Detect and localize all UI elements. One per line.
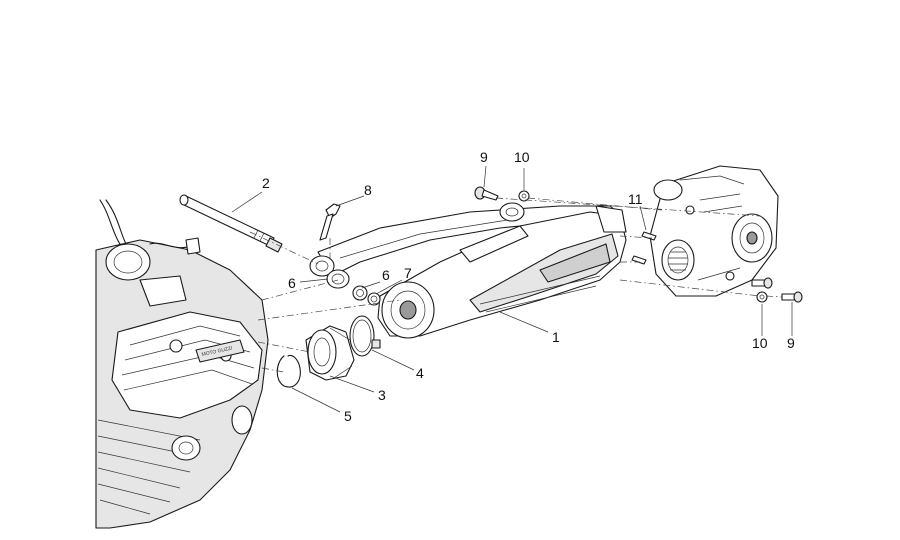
final-drive-gearbox [649,165,779,297]
label-part-6-right: 6 [382,267,390,283]
label-part-2: 2 [262,175,270,191]
ring-part-7 [367,292,381,306]
leader-lines [231,165,793,413]
part-number-labels: 1 2 3 4 5 6 6 7 8 9 10 11 10 9 [262,149,795,424]
assembly-centerlines [249,197,783,373]
label-part-3: 3 [378,387,386,403]
label-part-10-top: 10 [514,149,530,165]
swingarm-main-body [309,202,627,339]
label-part-6-left: 6 [288,275,296,291]
label-part-7: 7 [404,265,412,281]
engine-assembly [95,199,269,529]
clamp-ring-part-4 [349,315,381,357]
washer-part-6-left [326,269,350,289]
pin-part-11 [631,231,657,265]
pivot-shaft [179,194,283,253]
label-part-11: 11 [628,191,643,207]
label-part-1: 1 [552,329,560,345]
label-part-9-top: 9 [480,149,488,165]
bolt-part-9-bottom [781,291,803,303]
bearing-housing-part-3 [305,325,355,381]
screw-part-8 [319,203,341,241]
label-part-5: 5 [344,408,352,424]
washer-part-6-right [352,285,368,301]
washer-part-10-top [518,190,530,202]
label-part-9-bottom: 9 [787,335,795,351]
label-part-8: 8 [364,182,372,198]
bolt-extra-right [751,277,773,289]
label-part-10-bottom: 10 [752,335,768,351]
washer-part-10-bottom [756,291,768,303]
bolt-part-9-top [474,186,499,201]
label-part-4: 4 [416,365,424,381]
